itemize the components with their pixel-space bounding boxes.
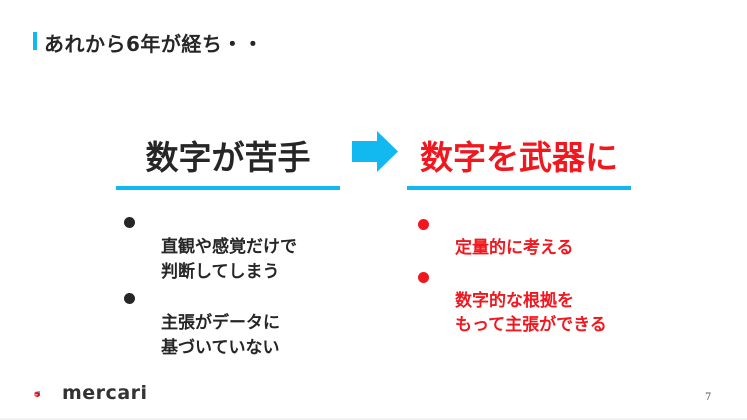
title-accent-bar: [33, 32, 37, 50]
svg-text:m: m: [35, 394, 38, 397]
bullet-icon: [124, 293, 135, 304]
before-underline: [116, 186, 340, 190]
right-arrow-icon: [352, 131, 398, 172]
after-underline: [407, 186, 631, 190]
mercari-box-icon: m: [34, 390, 41, 398]
slide-title: あれから6年が経ち・・: [44, 32, 264, 56]
before-heading: 数字が苦手: [145, 138, 311, 177]
page-number: 7: [705, 392, 712, 403]
list-item: 数字的な根拠を もって主張ができる: [416, 265, 607, 337]
after-heading: 数字を武器に: [420, 138, 618, 177]
list-item: 主張がデータに 基づいていない: [122, 286, 297, 361]
bullet-icon: [124, 217, 135, 228]
bullet-icon: [418, 219, 429, 230]
list-item: 直観や感覚だけで 判断してしまう: [122, 210, 297, 285]
before-list: 直観や感覚だけで 判断してしまう 主張がデータに 基づいていない: [122, 210, 297, 362]
bullet-icon: [418, 272, 429, 283]
after-list: 定量的に考える 数字的な根拠を もって主張ができる: [416, 212, 607, 342]
mercari-logo-text: mercari: [62, 382, 148, 404]
footer-divider: [0, 418, 747, 420]
list-item: 定量的に考える: [416, 212, 607, 260]
